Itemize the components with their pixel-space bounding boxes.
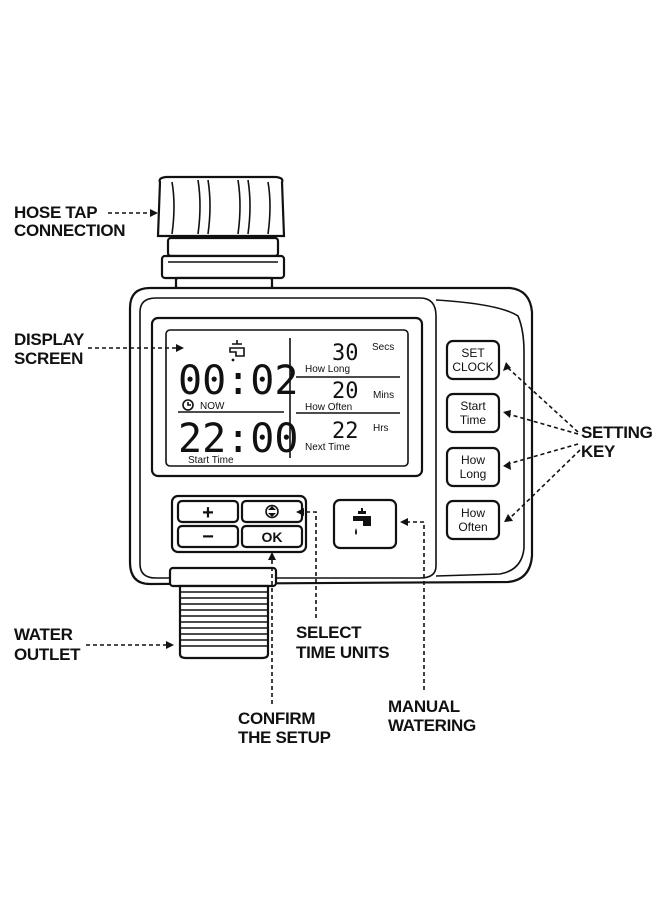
how-long-key[interactable]: How Long: [445, 446, 501, 488]
clock-icon: [182, 399, 194, 411]
svg-text:WATERING: WATERING: [388, 716, 476, 735]
minus-button[interactable]: −: [176, 524, 240, 549]
arrowhead: [503, 410, 511, 418]
how-often-value: 20: [332, 379, 359, 404]
how-often-unit: Mins: [373, 390, 394, 401]
callout-hose-tap: HOSE TAP CONNECTION: [14, 203, 126, 240]
svg-text:SET: SET: [461, 346, 485, 360]
arrowhead: [296, 508, 304, 516]
plus-button[interactable]: +: [176, 499, 240, 524]
start-time-readout: 22:00: [178, 416, 298, 462]
next-time-value: 22: [332, 419, 359, 444]
svg-text:MANUAL: MANUAL: [388, 697, 460, 716]
arrowhead: [400, 518, 408, 526]
how-long-label: How Long: [305, 364, 350, 375]
arrowhead: [503, 362, 511, 371]
next-time-unit: Hrs: [373, 423, 389, 434]
control-buttons: + − OK: [170, 494, 308, 554]
arrowhead: [504, 514, 513, 522]
svg-text:OK: OK: [262, 529, 283, 545]
now-label: NOW: [200, 401, 225, 412]
callout-display-screen: DISPLAY SCREEN: [14, 330, 85, 368]
setting-keys: SET CLOCK Start Time How Long How Often: [445, 339, 501, 541]
how-long-value: 30: [332, 341, 359, 366]
next-time-label: Next Time: [305, 442, 350, 453]
svg-text:WATER: WATER: [14, 625, 73, 644]
svg-text:SELECT: SELECT: [296, 623, 362, 642]
hose-tap-connector: [156, 175, 286, 292]
svg-text:KEY: KEY: [581, 442, 616, 461]
select-units-button[interactable]: [240, 499, 304, 524]
lcd-display: 00:02 NOW 22:00 Start Time 30 Secs How L…: [150, 316, 424, 478]
svg-text:SCREEN: SCREEN: [14, 349, 83, 368]
svg-text:TIME UNITS: TIME UNITS: [296, 643, 389, 662]
callout-water-outlet: WATER OUTLET: [14, 625, 81, 664]
select-arrows-icon: [265, 504, 279, 519]
callout-confirm-setup: CONFIRM THE SETUP: [238, 709, 331, 747]
arrowhead: [176, 344, 184, 352]
svg-text:−: −: [202, 526, 214, 548]
arrowhead: [268, 552, 276, 560]
callout-setting-key: SETTING KEY: [581, 423, 653, 461]
tap-icon: [353, 508, 371, 535]
start-time-label: Start Time: [188, 455, 234, 466]
arrowhead: [150, 209, 158, 217]
ok-button[interactable]: OK: [240, 524, 304, 549]
arrowhead: [503, 461, 511, 470]
set-clock-key[interactable]: SET CLOCK: [445, 339, 501, 381]
svg-text:Start: Start: [460, 399, 486, 413]
how-often-label: How Often: [305, 402, 352, 413]
svg-text:Time: Time: [460, 413, 487, 427]
manual-watering-button[interactable]: [332, 498, 398, 550]
start-time-key[interactable]: Start Time: [445, 392, 501, 434]
arrowhead: [166, 641, 174, 649]
how-often-key[interactable]: How Often: [445, 499, 501, 541]
svg-text:How: How: [461, 506, 485, 520]
callout-select-time-units: SELECT TIME UNITS: [296, 623, 390, 662]
svg-text:CLOCK: CLOCK: [452, 360, 493, 374]
svg-text:HOSE TAP: HOSE TAP: [14, 203, 97, 222]
svg-text:OUTLET: OUTLET: [14, 645, 81, 664]
svg-text:Often: Often: [458, 520, 487, 534]
svg-text:CONFIRM: CONFIRM: [238, 709, 315, 728]
svg-text:+: +: [202, 502, 214, 524]
current-time-readout: 00:02: [178, 358, 298, 404]
svg-text:Long: Long: [460, 467, 487, 481]
tap-icon: [229, 340, 245, 362]
svg-text:CONNECTION: CONNECTION: [14, 221, 125, 240]
how-long-unit: Secs: [372, 342, 394, 353]
leader-lines: [86, 209, 581, 704]
callout-manual-watering: MANUAL WATERING: [388, 697, 476, 735]
water-outlet-connector: [168, 566, 278, 660]
svg-text:How: How: [461, 453, 485, 467]
svg-text:SETTING: SETTING: [581, 423, 653, 442]
svg-text:DISPLAY: DISPLAY: [14, 330, 85, 349]
svg-text:THE SETUP: THE SETUP: [238, 728, 331, 747]
